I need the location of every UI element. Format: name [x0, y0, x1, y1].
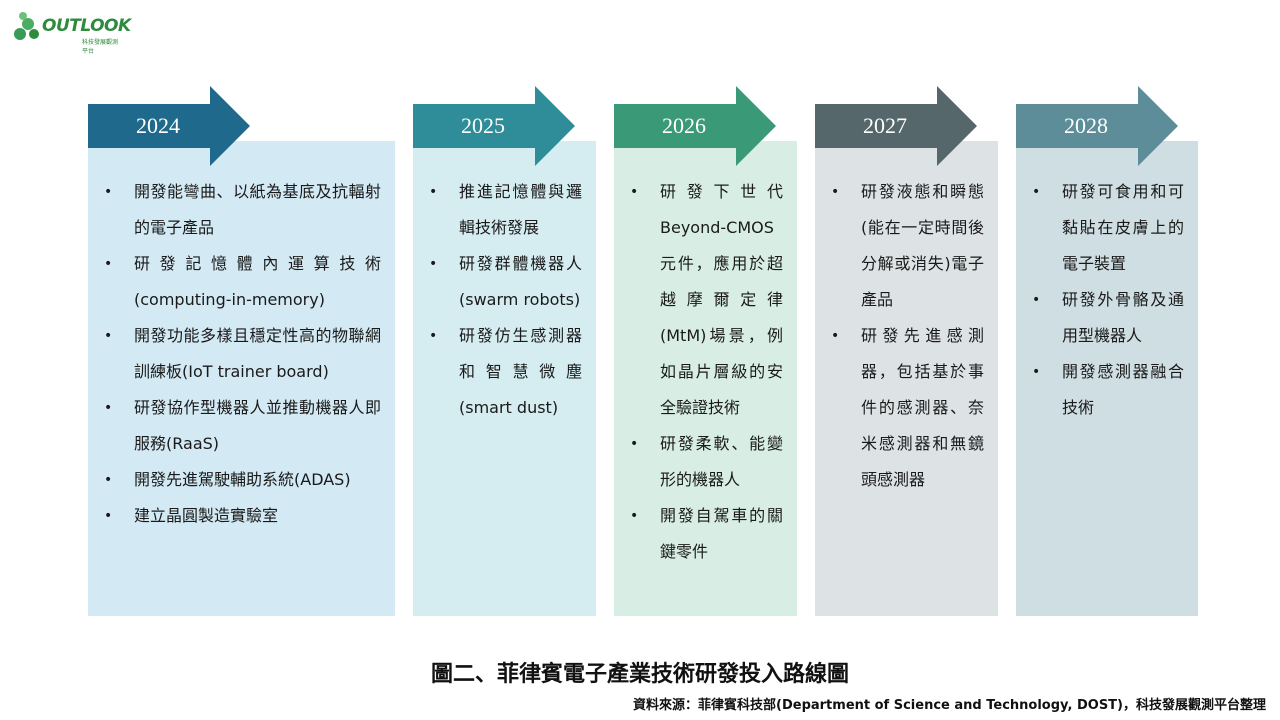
year-arrow-icon [614, 86, 776, 166]
year-label: 2026 [662, 113, 706, 138]
figure-caption: 圖二、菲律賓電子產業技術研發投入路線圖 [430, 662, 849, 687]
list-item: 開發自駕車的關鍵零件 [630, 498, 783, 570]
roadmap-column-2024: 2024 開發能彎曲、以紙為基底及抗輻射的電子產品 研發記憶體內運算技術(com… [88, 86, 395, 616]
year-arrow-icon [413, 86, 575, 166]
item-list: 研發下世代Beyond-CMOS元件，應用於超越摩爾定律(MtM)場景，例如晶片… [614, 174, 797, 570]
item-list: 研發可食用和可黏貼在皮膚上的電子裝置 研發外骨骼及通用型機器人 開發感測器融合技… [1016, 174, 1198, 426]
roadmap-column-2026: 2026 研發下世代Beyond-CMOS元件，應用於超越摩爾定律(MtM)場景… [614, 86, 797, 616]
list-item: 開發感測器融合技術 [1032, 354, 1184, 426]
year-arrow-icon [815, 86, 977, 166]
list-item: 研發柔軟、能變形的機器人 [630, 426, 783, 498]
list-item: 推進記憶體與邏輯技術發展 [429, 174, 582, 246]
year-arrow-icon [88, 86, 250, 166]
item-list: 研發液態和瞬態(能在一定時間後分解或消失)電子產品 研發先進感測器，包括基於事件… [815, 174, 998, 498]
roadmap-column-2025: 2025 推進記憶體與邏輯技術發展 研發群體機器人(swarm robots) … [413, 86, 596, 616]
list-item: 開發功能多樣且穩定性高的物聯網訓練板(IoT trainer board) [104, 318, 381, 390]
roadmap-column-2027: 2027 研發液態和瞬態(能在一定時間後分解或消失)電子產品 研發先進感測器，包… [815, 86, 998, 616]
list-item: 研發下世代Beyond-CMOS元件，應用於超越摩爾定律(MtM)場景，例如晶片… [630, 174, 783, 426]
source-note: 資料來源：菲律賓科技部(Department of Science and Te… [633, 698, 1266, 713]
year-arrow-icon [1016, 86, 1178, 166]
list-item: 研發可食用和可黏貼在皮膚上的電子裝置 [1032, 174, 1184, 282]
list-item: 研發記憶體內運算技術(computing-in-memory) [104, 246, 381, 318]
list-item: 研發協作型機器人並推動機器人即服務(RaaS) [104, 390, 381, 462]
logo-leaf-icon [14, 12, 39, 40]
year-label: 2025 [461, 113, 505, 138]
item-list: 開發能彎曲、以紙為基底及抗輻射的電子產品 研發記憶體內運算技術(computin… [88, 174, 395, 534]
logo-subtitle: 科技發展觀測平台 [82, 39, 119, 55]
list-item: 研發液態和瞬態(能在一定時間後分解或消失)電子產品 [831, 174, 984, 318]
year-label: 2024 [136, 113, 180, 138]
list-item: 開發先進駕駛輔助系統(ADAS) [104, 462, 381, 498]
list-item: 研發外骨骼及通用型機器人 [1032, 282, 1184, 354]
list-item: 研發仿生感測器和智慧微塵(smart dust) [429, 318, 582, 426]
outlook-logo: OUTLOOK 科技發展觀測平台 [12, 8, 131, 55]
list-item: 建立晶圓製造實驗室 [104, 498, 381, 534]
logo-text: OUTLOOK [42, 16, 131, 36]
list-item: 研發群體機器人(swarm robots) [429, 246, 582, 318]
list-item: 研發先進感測器，包括基於事件的感測器、奈米感測器和無鏡頭感測器 [831, 318, 984, 498]
year-label: 2027 [863, 113, 907, 138]
item-list: 推進記憶體與邏輯技術發展 研發群體機器人(swarm robots) 研發仿生感… [413, 174, 596, 426]
list-item: 開發能彎曲、以紙為基底及抗輻射的電子產品 [104, 174, 381, 246]
roadmap-column-2028: 2028 研發可食用和可黏貼在皮膚上的電子裝置 研發外骨骼及通用型機器人 開發感… [1016, 86, 1198, 616]
year-label: 2028 [1064, 113, 1108, 138]
